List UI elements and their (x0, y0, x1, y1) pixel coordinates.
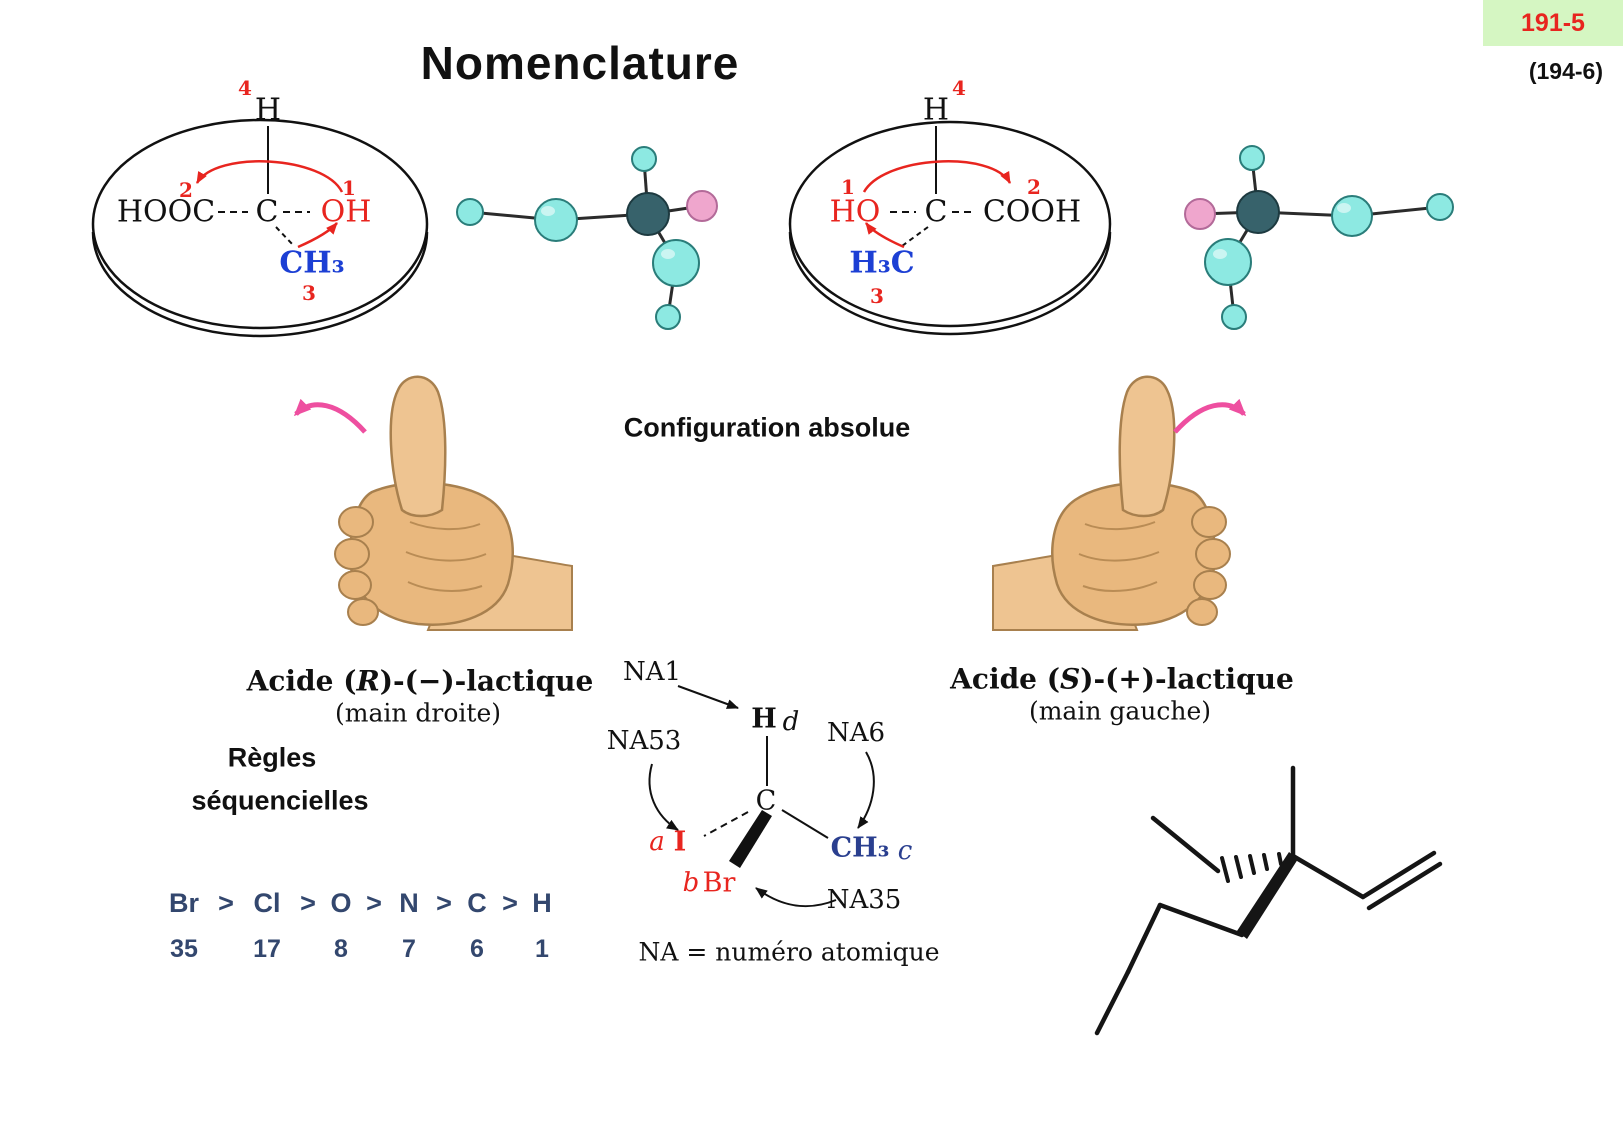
priority-element-h: H (532, 888, 552, 918)
acid-r-name-descriptor: R (356, 664, 380, 698)
right-cooh-group: COOH (982, 194, 1082, 230)
acid-s-name: Acide (S)-(+)-lactique (950, 663, 1294, 696)
cip-br-atom: Br (702, 867, 736, 899)
right-h-atom: H (922, 92, 950, 128)
cip-na53-label: NA53 (606, 726, 682, 756)
ball-stick-model-left (456, 146, 718, 330)
gt-sign: > (366, 888, 382, 918)
right-priority-2: 2 (1027, 175, 1041, 199)
cip-rank-a: a (649, 827, 665, 857)
atomic-number-cl: 17 (253, 935, 281, 963)
atomic-number-br: 35 (170, 935, 198, 963)
left-oh-group: OH (320, 194, 372, 230)
priority-element-cl: Cl (253, 888, 281, 918)
right-priority-1: 1 (841, 175, 855, 199)
acid-r-name: Acide (R)-(−)-lactique (247, 665, 594, 698)
left-h-atom: H (254, 92, 282, 128)
page-ref-badge: 191-5 (1483, 0, 1623, 46)
priority-element-o: O (330, 888, 352, 918)
right-priority-3: 3 (870, 284, 884, 308)
ball-stick-model-right (1184, 145, 1454, 330)
right-hand-thumbs-up (333, 375, 574, 632)
rotation-arrow-right (1173, 398, 1247, 434)
priority-element-n: N (399, 888, 419, 918)
slide-title: Nomenclature (420, 37, 740, 89)
config-absolue-label: Configuration absolue (623, 412, 911, 443)
cip-i-atom: I (673, 826, 687, 858)
rotation-arrow-left (293, 398, 367, 434)
right-h3c-group: H₃C (849, 245, 915, 281)
priority-element-c: C (467, 888, 487, 918)
left-priority-3: 3 (302, 281, 316, 305)
cip-na35-label: NA35 (826, 885, 902, 915)
acid-s-name-pre: Acide ( (950, 662, 1060, 696)
rules-heading-line2: séquencielles (191, 785, 369, 816)
atomic-number-h: 1 (535, 935, 549, 963)
priority-sequence: Br > Cl > O > N > C > H 35 17 8 7 6 1 (158, 888, 558, 964)
cip-ch3-group: CH₃ (830, 832, 890, 864)
acid-r-name-post: )-(−)-lactique (379, 664, 594, 698)
cip-note: NA = numéro atomique (638, 937, 940, 967)
right-ho-group: HO (829, 194, 881, 230)
cip-c-atom: C (755, 785, 777, 817)
acid-s-name-descriptor: S (1059, 662, 1081, 696)
cip-na1-label: NA1 (622, 657, 682, 687)
acid-r-name-pre: Acide ( (246, 664, 357, 698)
right-priority-4: 4 (952, 76, 966, 100)
atomic-number-o: 8 (334, 935, 348, 963)
cip-na6-label: NA6 (826, 718, 886, 748)
left-hand-thumbs-up (991, 375, 1232, 632)
right-c-atom: C (924, 194, 948, 230)
cip-h-atom: H (751, 703, 777, 735)
left-priority-2: 2 (179, 178, 193, 202)
gt-sign: > (218, 888, 234, 918)
cip-rank-b: b (682, 868, 700, 898)
acid-s-name-post: )-(+)-lactique (1080, 662, 1294, 696)
cip-rank-d: d (782, 707, 800, 737)
atomic-number-c: 6 (470, 935, 484, 963)
left-hooc-group: HOOC (116, 194, 216, 230)
priority-element-br: Br (168, 888, 199, 918)
left-ch3-group: CH₃ (279, 245, 345, 281)
atomic-number-n: 7 (402, 935, 416, 963)
left-c-atom: C (255, 194, 279, 230)
left-priority-4: 4 (238, 76, 252, 100)
cip-rank-c: c (897, 836, 913, 866)
gt-sign: > (502, 888, 518, 918)
acid-s-hand-note: (main gauche) (1028, 696, 1212, 726)
left-priority-1: 1 (342, 176, 356, 200)
acid-r-hand-note: (main droite) (334, 698, 502, 728)
page-ref-secondary: (194-6) (1528, 58, 1603, 84)
rules-heading-line1: Règles (227, 742, 317, 773)
skeletal-molecule (1094, 765, 1443, 1036)
gt-sign: > (300, 888, 316, 918)
gt-sign: > (436, 888, 452, 918)
